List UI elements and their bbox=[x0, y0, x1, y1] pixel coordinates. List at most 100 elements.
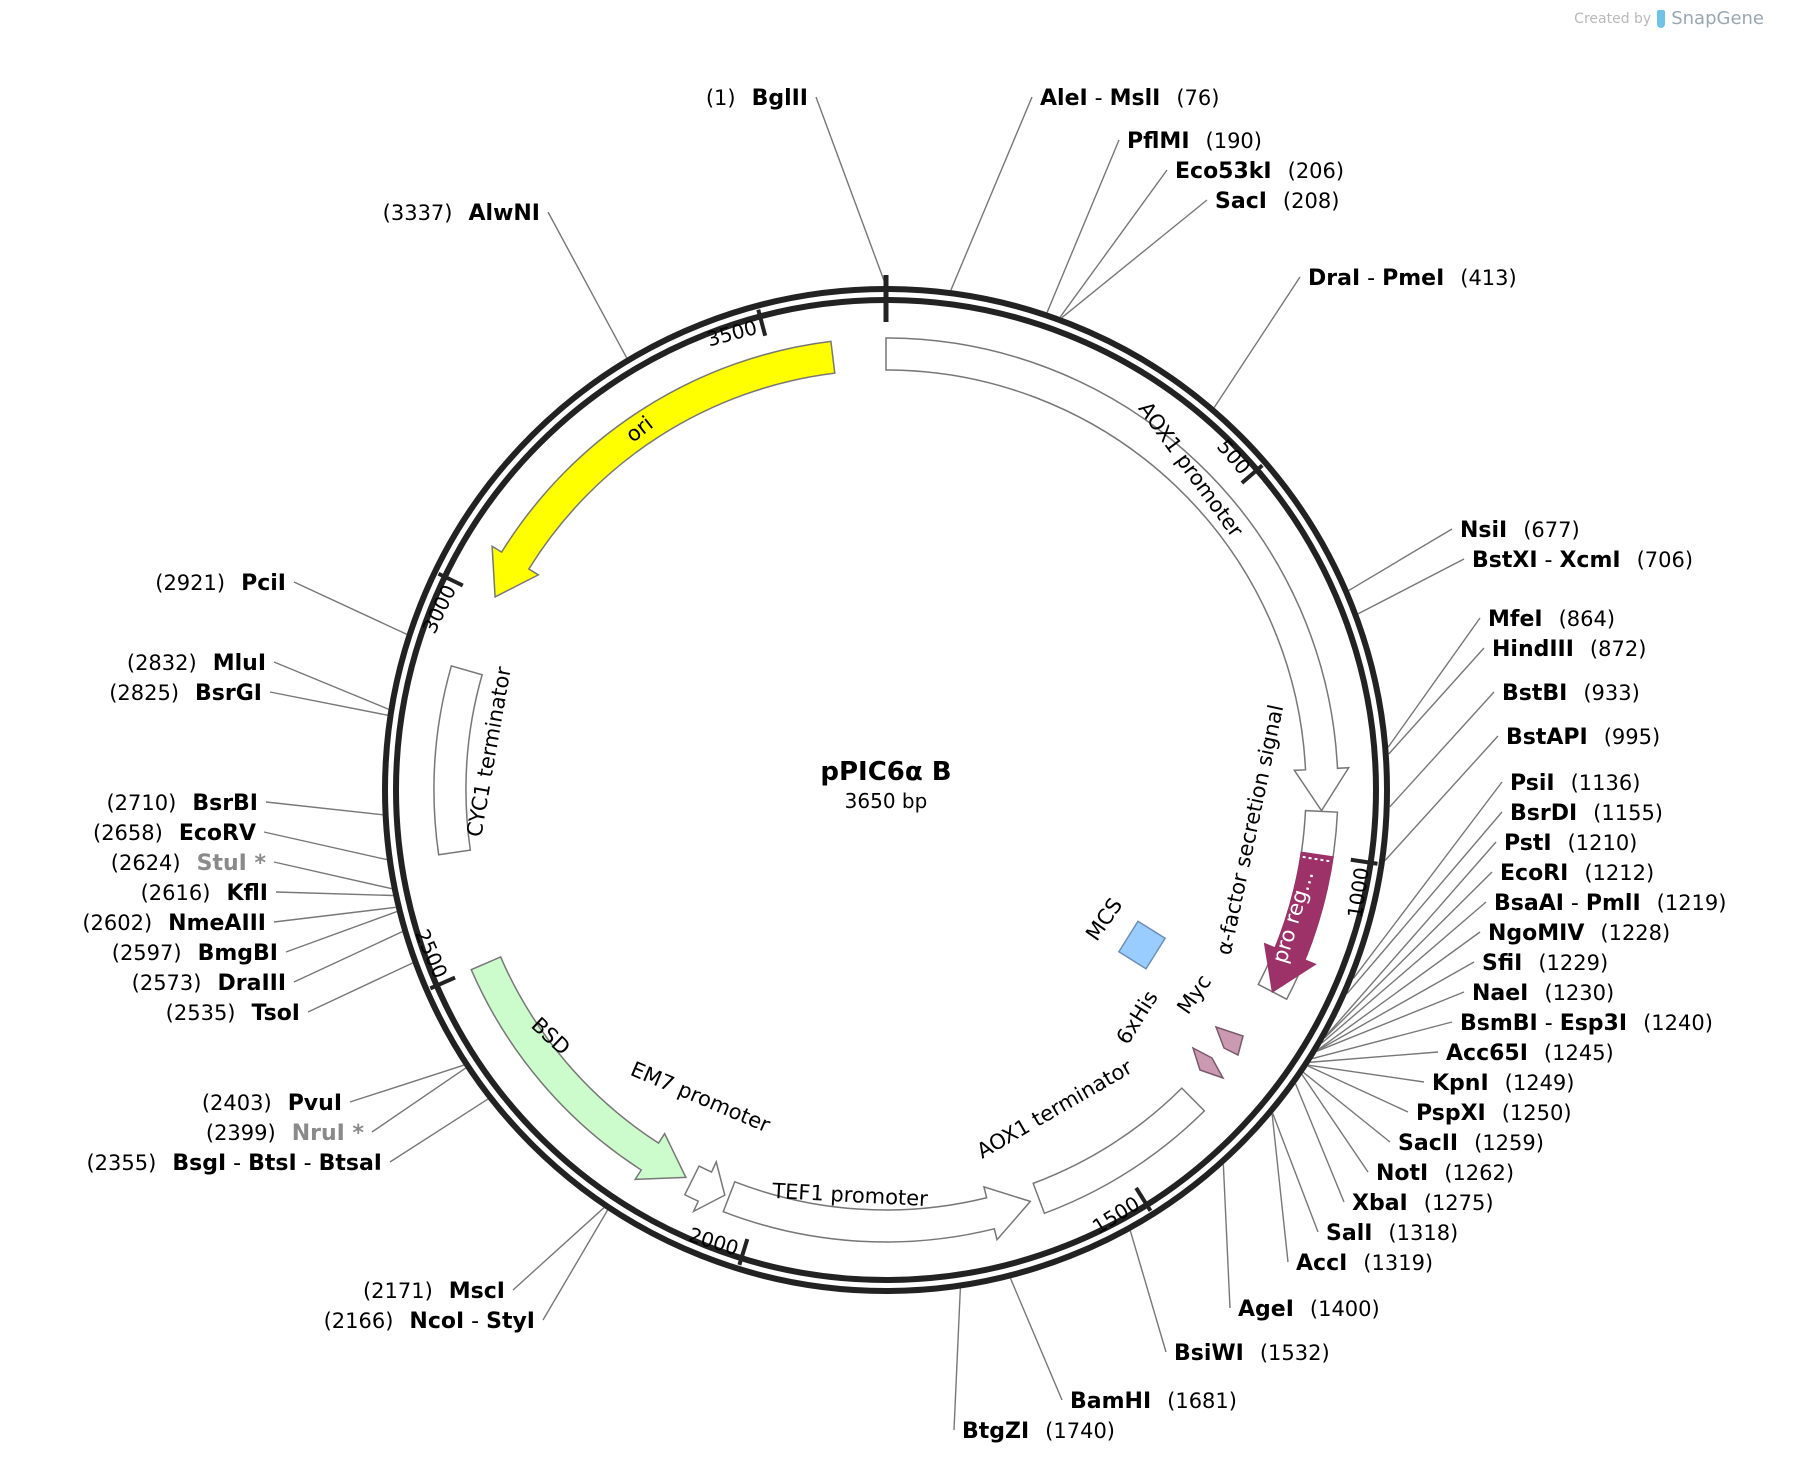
restriction-site: (2602)NmeAIII bbox=[82, 911, 266, 936]
restriction-site: BsrDI (1155) bbox=[1510, 801, 1663, 826]
enzyme-name: NaeI bbox=[1472, 981, 1528, 1006]
site-leader-line bbox=[389, 1098, 489, 1163]
restriction-site: (2921) PciI bbox=[155, 571, 286, 596]
site-position: (1259) bbox=[1474, 1131, 1544, 1155]
site-position: (2403) bbox=[202, 1091, 272, 1115]
site-leader-line bbox=[1271, 1113, 1289, 1263]
site-leader-line bbox=[371, 1067, 467, 1133]
enzyme-name: NsiI bbox=[1460, 518, 1507, 543]
enzyme-name: EcoRV bbox=[179, 821, 256, 846]
site-position: (413) bbox=[1460, 266, 1516, 290]
site-leader-line bbox=[542, 1209, 609, 1321]
site-position: (1245) bbox=[1544, 1041, 1614, 1065]
restriction-site: DraI - PmeI(413) bbox=[1308, 266, 1517, 291]
restriction-site: BstXI - XcmI(706) bbox=[1472, 548, 1693, 573]
site-position: (2832) bbox=[127, 651, 197, 675]
site-position: (3337) bbox=[383, 201, 453, 225]
site-position: (2616) bbox=[141, 881, 211, 905]
site-separator: - bbox=[1088, 86, 1110, 111]
restriction-site: (2171)MscI bbox=[363, 1279, 505, 1304]
restriction-site: (2616)KflI bbox=[141, 881, 268, 906]
site-leader-line bbox=[1059, 169, 1168, 318]
enzyme-name: BsrGI bbox=[195, 681, 262, 706]
site-leader-line bbox=[950, 96, 1033, 291]
site-position: (206) bbox=[1288, 159, 1344, 183]
enzyme-name: PciI bbox=[241, 571, 286, 596]
enzyme-name: MslI bbox=[1110, 86, 1161, 111]
site-leader-line bbox=[275, 891, 394, 897]
enzyme-name: PflMI bbox=[1127, 129, 1190, 154]
snapgene-logo-icon bbox=[1657, 9, 1666, 28]
restriction-site: (2597)BmgBI bbox=[112, 941, 278, 966]
enzyme-name: BsrDI bbox=[1510, 801, 1577, 826]
site-leader-line bbox=[293, 931, 403, 983]
site-position: (1400) bbox=[1310, 1297, 1380, 1321]
enzyme-name: Acc65I bbox=[1446, 1041, 1528, 1066]
site-position: (1319) bbox=[1363, 1251, 1433, 1275]
restriction-site: BsmBI - Esp3I(1240) bbox=[1460, 1011, 1713, 1036]
restriction-site: (2658) EcoRV bbox=[93, 821, 256, 846]
site-leader-line bbox=[1046, 139, 1120, 313]
enzyme-name: BsrBI bbox=[192, 791, 258, 816]
tick-mark bbox=[737, 1238, 750, 1266]
plasmid-length: 3650 bp bbox=[845, 789, 928, 813]
site-leader-line bbox=[1272, 1113, 1319, 1233]
site-position: (2658) bbox=[93, 821, 163, 845]
enzyme-name: HindIII bbox=[1492, 637, 1574, 662]
enzyme-name: SacII bbox=[1398, 1131, 1458, 1156]
site-position: (1155) bbox=[1593, 801, 1663, 825]
restriction-site: PstI(1210) bbox=[1504, 831, 1637, 856]
site-position: (2602) bbox=[82, 911, 152, 935]
snapgene-credit: Created by SnapGene bbox=[1574, 8, 1764, 29]
enzyme-name: EcoRI bbox=[1500, 861, 1568, 886]
site-position: (2573) bbox=[132, 971, 202, 995]
restriction-site: NsiI(677) bbox=[1460, 518, 1580, 543]
feature-mcs bbox=[1117, 920, 1167, 970]
enzyme-name: BamHI bbox=[1070, 1389, 1151, 1414]
site-position: (2597) bbox=[112, 941, 182, 965]
site-separator: - bbox=[464, 1309, 486, 1334]
tick-mark bbox=[429, 975, 456, 991]
tick-mark bbox=[1350, 857, 1378, 866]
restriction-site: (2624)StuI * bbox=[111, 851, 267, 876]
site-position: (1275) bbox=[1424, 1191, 1494, 1215]
site-position: (995) bbox=[1604, 725, 1660, 749]
enzyme-name: BsaAI bbox=[1494, 891, 1564, 916]
restriction-site: SacI(208) bbox=[1215, 189, 1339, 214]
restriction-site: NaeI(1230) bbox=[1472, 981, 1614, 1006]
restriction-site: (2355)BsgI - BtsI - BtsaΙ bbox=[86, 1151, 382, 1176]
site-leader-line bbox=[349, 1064, 464, 1103]
tick-mark bbox=[1134, 1186, 1153, 1212]
site-position: (2921) bbox=[155, 571, 225, 595]
site-leader-line bbox=[1222, 1164, 1231, 1309]
restriction-site: EcoRI(1212) bbox=[1500, 861, 1654, 886]
site-leader-line bbox=[307, 962, 413, 1013]
feature-aox1-promoter bbox=[885, 337, 1351, 813]
enzyme-name: BglII bbox=[752, 86, 808, 111]
enzyme-name: PsiI bbox=[1510, 771, 1555, 796]
enzyme-name: XcmI bbox=[1559, 548, 1620, 573]
tick-mark bbox=[1240, 463, 1264, 485]
site-leader-line bbox=[273, 661, 389, 710]
site-position: (1681) bbox=[1167, 1389, 1237, 1413]
feature-label: Myc bbox=[1172, 970, 1216, 1018]
site-position: (1219) bbox=[1657, 891, 1727, 915]
site-leader-line bbox=[1061, 199, 1208, 319]
site-leader-line bbox=[1308, 1064, 1425, 1083]
site-position: (1229) bbox=[1538, 951, 1608, 975]
enzyme-name: BtsaΙ bbox=[319, 1151, 382, 1176]
feature-label: α-factor secretion signal bbox=[1212, 703, 1289, 958]
enzyme-name: DraIII bbox=[217, 971, 286, 996]
restriction-site: (2535)TsoI bbox=[166, 1001, 300, 1026]
restriction-site: (2825)BsrGI bbox=[109, 681, 262, 706]
site-leader-line bbox=[1321, 901, 1487, 1044]
site-leader-line bbox=[815, 96, 887, 287]
restriction-site: BsaAI - PmlI(1219) bbox=[1494, 891, 1726, 916]
enzyme-name: MluI bbox=[213, 651, 266, 676]
site-leader-line bbox=[1387, 617, 1481, 748]
enzyme-name: BstXI bbox=[1472, 548, 1538, 573]
site-leader-line bbox=[1317, 961, 1475, 1052]
site-leader-line bbox=[273, 906, 396, 923]
enzyme-name: XbaI bbox=[1352, 1191, 1408, 1216]
